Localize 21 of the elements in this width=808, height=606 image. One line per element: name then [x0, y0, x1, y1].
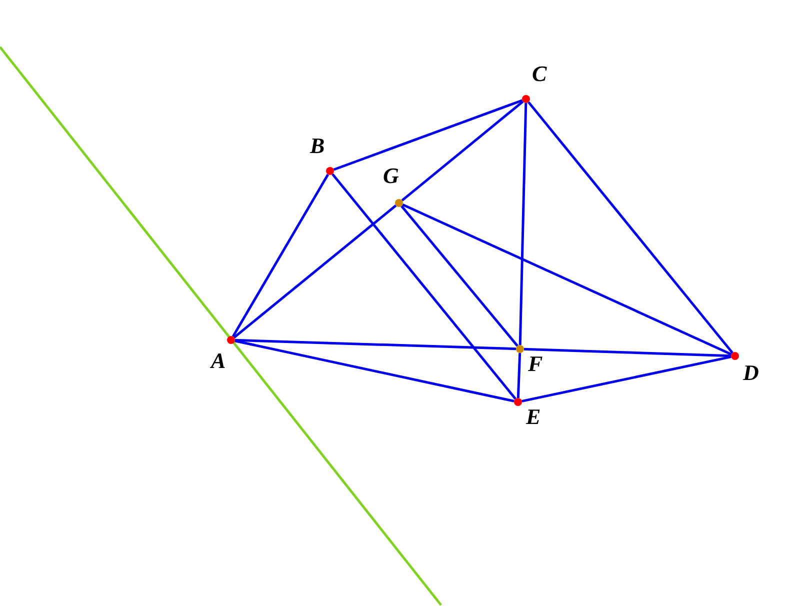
- line-segment: [333, 99, 523, 171]
- line-segment: [233, 204, 397, 338]
- line-segment: [232, 174, 330, 338]
- line-segment: [332, 173, 516, 400]
- line-segment: [402, 204, 732, 356]
- line-segment: [400, 205, 518, 347]
- point-label: D: [743, 362, 759, 384]
- point-label: A: [211, 350, 226, 372]
- point-label: B: [310, 135, 325, 157]
- point-label: C: [532, 63, 547, 85]
- line-segment: [516, 352, 522, 398]
- line-segment: [522, 356, 732, 402]
- point-label: E: [526, 406, 541, 428]
- point-label: F: [528, 353, 543, 375]
- line-segment: [234, 338, 516, 350]
- line-segment: [518, 102, 528, 346]
- line-segment: [234, 340, 514, 402]
- line-segment: [401, 100, 524, 202]
- line-segment: [524, 348, 732, 358]
- line-segment: [528, 101, 734, 354]
- point-label: G: [383, 165, 399, 187]
